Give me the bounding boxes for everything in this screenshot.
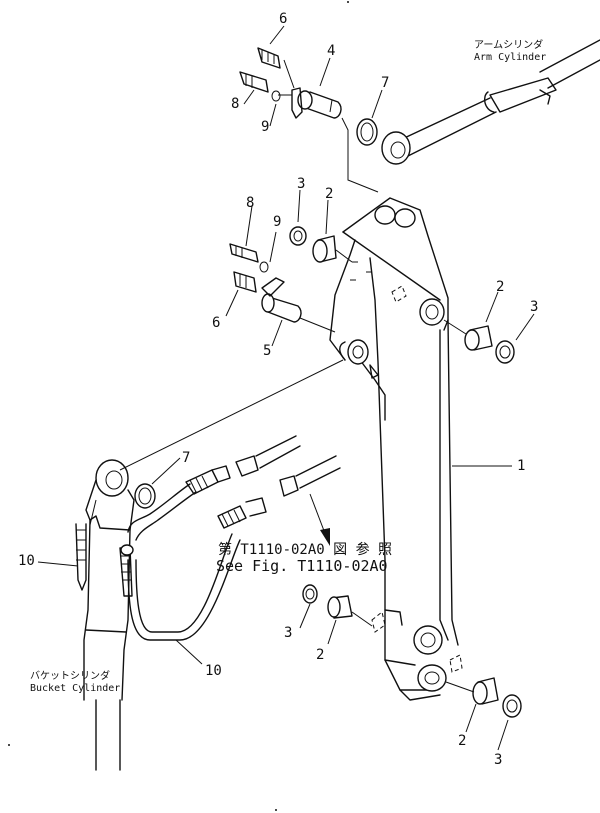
callout-6: 6 (279, 11, 288, 27)
callout-9: 9 (261, 119, 270, 135)
callout-6: 6 (212, 315, 221, 331)
callout-2: 2 (316, 647, 325, 663)
callout-3: 3 (530, 299, 539, 315)
callout-3: 3 (494, 752, 503, 768)
bushing-seal-upper-right (443, 319, 515, 364)
arm-cylinder-label-jp: アームシリンダ (474, 40, 544, 51)
callout-7: 7 (381, 75, 390, 91)
pin-5-assembly (229, 243, 336, 333)
bushing-seal-lower-right (445, 677, 522, 718)
reference-label-jp: 第 T1110-02A0 図 参 照 (218, 542, 393, 558)
callout-10: 10 (205, 663, 222, 679)
pin-4-assembly (239, 47, 379, 193)
callout-7: 7 (182, 450, 191, 466)
callout-3: 3 (284, 625, 293, 641)
specks (8, 1, 349, 811)
hoses (37, 435, 341, 665)
arm-cylinder-label-en: Arm Cylinder (474, 52, 547, 63)
callout-10: 10 (18, 553, 35, 569)
callout-3: 3 (297, 176, 306, 192)
ring-7-top (356, 118, 378, 146)
callout-2: 2 (496, 279, 505, 295)
callout-8: 8 (246, 195, 255, 211)
callout-2: 2 (325, 186, 334, 202)
bushing-seal-upper-left (289, 226, 353, 263)
arm-cylinder (381, 39, 600, 165)
callout-5: 5 (263, 343, 272, 359)
bucket-cylinder-label-jp: バケットシリンダ (30, 671, 110, 682)
callout-9: 9 (273, 214, 282, 230)
callout-2: 2 (458, 733, 467, 749)
bucket-cylinder-label-en: Bucket Cylinder (30, 683, 121, 694)
bucket-cylinder (75, 359, 344, 771)
callout-8: 8 (231, 96, 240, 112)
callout-1: 1 (517, 458, 526, 474)
bushing-seal-lower-left (302, 584, 373, 627)
leader-lines (151, 25, 535, 751)
callout-4: 4 (327, 43, 336, 59)
arm-body (329, 197, 512, 701)
reference-label-en: See Fig. T1110-02A0 (216, 557, 388, 575)
ring-7-lower (134, 483, 156, 509)
